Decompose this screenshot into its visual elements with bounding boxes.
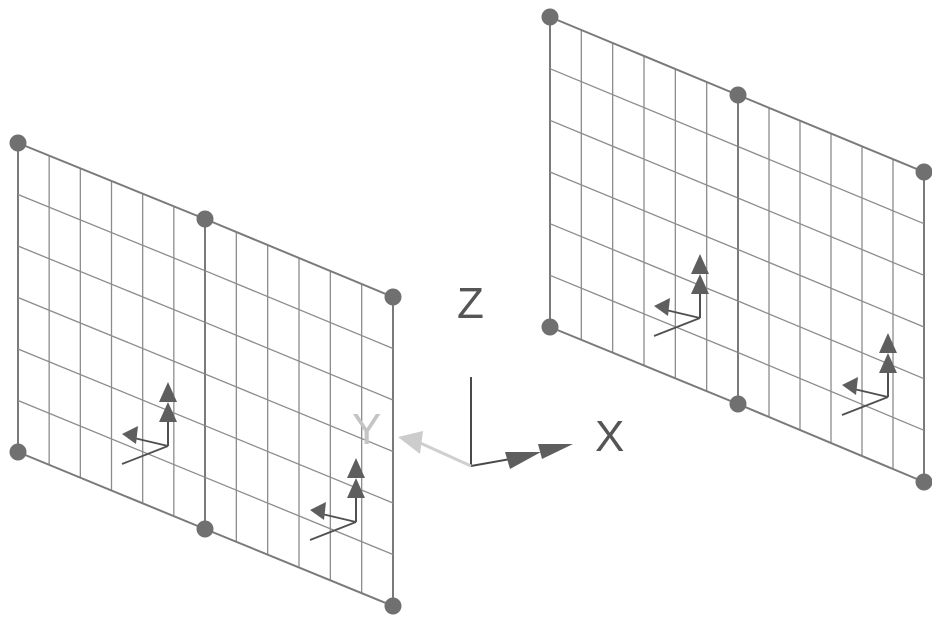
grid-row-line xyxy=(737,248,925,328)
grid-row-line xyxy=(737,403,925,483)
frame-y-line xyxy=(665,309,701,319)
x-axis-arrow-cone-1 xyxy=(505,452,541,469)
y-axis-arrow-cone xyxy=(398,431,423,454)
vertex-marker xyxy=(541,8,559,26)
vertex-marker xyxy=(915,163,932,181)
vertex-marker xyxy=(9,134,27,152)
grid-row-line xyxy=(17,399,206,478)
frame-base-line xyxy=(121,445,169,465)
frame-z-arrow-cone-2 xyxy=(347,458,365,478)
vertex-marker xyxy=(384,597,402,615)
frame-y-line xyxy=(133,437,169,447)
global-axes: Z X Y xyxy=(352,279,624,469)
grid-row-line xyxy=(204,425,394,504)
grid-panels xyxy=(9,8,932,615)
grid-row-line xyxy=(204,270,394,350)
z-axis-label: Z xyxy=(457,279,484,328)
grid-row-line xyxy=(17,142,206,220)
frame-z-arrow-cone-2 xyxy=(159,382,177,402)
frame-y-line xyxy=(853,388,889,398)
grid-row-line xyxy=(204,476,394,556)
x-axis-arrow-cone-2 xyxy=(538,444,573,459)
grid-row-line xyxy=(204,373,394,453)
x-axis-label: X xyxy=(595,412,624,461)
right-panel-pair xyxy=(541,8,932,491)
grid-row-line xyxy=(549,16,739,96)
left-panel-pair xyxy=(9,134,402,615)
grid-row-line xyxy=(549,119,739,199)
y-axis-line xyxy=(417,440,472,468)
frame-z-arrow-cone-1 xyxy=(879,353,897,373)
frame-base-line xyxy=(309,521,357,541)
vertex-marker xyxy=(729,86,747,104)
grid-row-line xyxy=(204,528,394,607)
local-frames xyxy=(121,254,897,541)
grid-row-line xyxy=(17,296,206,375)
grid-row-line xyxy=(549,68,739,148)
frame-y-arrow-cone xyxy=(122,426,138,444)
y-axis-label: Y xyxy=(352,405,381,454)
local-frame-2 xyxy=(309,458,365,541)
left-panel-pair-sheet-2 xyxy=(204,218,394,607)
grid-row-line xyxy=(549,223,739,302)
right-panel-pair-sheet-2 xyxy=(737,94,925,483)
grid-row-line xyxy=(17,451,206,530)
frame-y-arrow-cone xyxy=(310,502,326,520)
local-frame-3 xyxy=(653,254,709,337)
grid-row-line xyxy=(737,94,925,173)
grid-row-line xyxy=(17,348,206,427)
frame-z-arrow-cone-2 xyxy=(879,333,897,353)
frame-y-line xyxy=(321,513,357,523)
vertex-marker xyxy=(384,288,402,306)
grid-row-line xyxy=(17,193,206,272)
vertex-marker xyxy=(9,443,27,461)
vertex-marker xyxy=(915,473,932,491)
left-panel-pair-sheet-1 xyxy=(17,142,206,530)
local-frame-1 xyxy=(121,382,177,465)
frame-base-line xyxy=(841,396,889,416)
frame-z-arrow-cone-1 xyxy=(691,274,709,294)
grid-row-line xyxy=(737,197,925,276)
frame-z-arrow-cone-1 xyxy=(159,402,177,422)
frame-y-arrow-cone xyxy=(842,377,858,395)
grid-row-line xyxy=(204,321,394,401)
vertex-marker xyxy=(729,395,747,413)
vertex-marker xyxy=(196,210,214,228)
grid-row-line xyxy=(737,351,925,431)
grid-row-line xyxy=(549,274,739,354)
grid-row-line xyxy=(204,218,394,298)
grid-row-line xyxy=(737,145,925,225)
grid-row-line xyxy=(17,245,206,323)
grid-row-line xyxy=(549,171,739,251)
frame-y-arrow-cone xyxy=(654,298,670,316)
frame-base-line xyxy=(653,317,701,337)
frame-z-arrow-cone-1 xyxy=(347,478,365,498)
vertex-marker xyxy=(541,318,559,336)
vertex-marker xyxy=(196,520,214,538)
frame-z-arrow-cone-2 xyxy=(691,254,709,274)
grid-row-line xyxy=(549,326,739,405)
right-panel-pair-sheet-1 xyxy=(549,16,739,405)
local-frame-4 xyxy=(841,333,897,416)
